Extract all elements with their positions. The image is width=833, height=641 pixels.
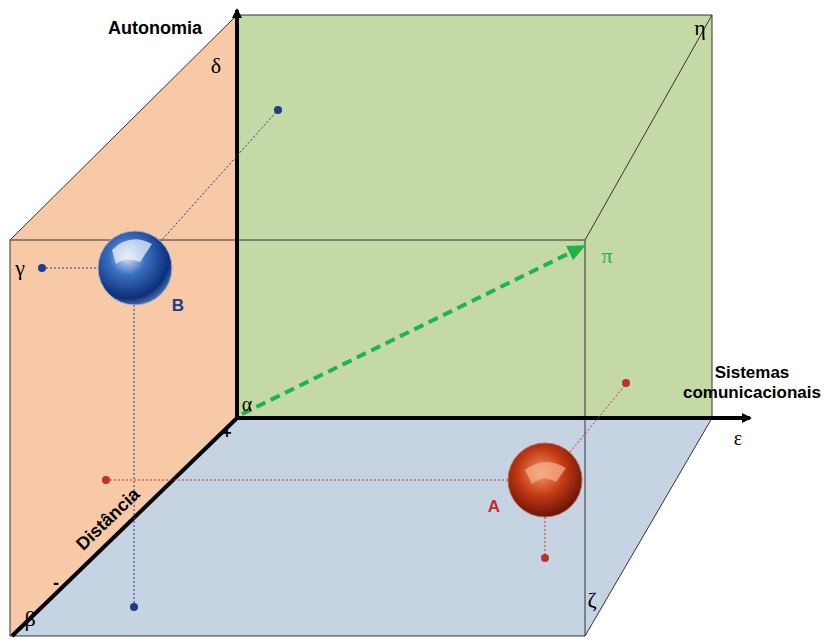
- bottom-face: [10, 418, 712, 636]
- greek-letter: ζ: [587, 587, 596, 612]
- back-face: [237, 15, 712, 418]
- b-leaders: [42, 110, 278, 606]
- a-leaders: [106, 384, 626, 558]
- sphere-b-highlight: [112, 239, 152, 264]
- b-dots: [38, 106, 282, 611]
- vector-arrow: [242, 247, 582, 414]
- sign-mark: -: [53, 573, 59, 594]
- sphere-a-highlight: [525, 462, 566, 484]
- sphere-label: A: [488, 497, 500, 517]
- greek-letter: β: [24, 606, 35, 631]
- greek-letter: γ: [15, 255, 25, 280]
- a-dots: [102, 379, 630, 562]
- sphere-a: [508, 443, 582, 517]
- greek-letter: α: [242, 393, 252, 416]
- axis-title: Autonomia: [108, 18, 202, 39]
- sphere-b: [98, 231, 172, 305]
- axis-title: Sistemas comunicacionais: [677, 363, 827, 402]
- greek-letter: π: [601, 243, 612, 268]
- greek-letter: η: [694, 15, 706, 40]
- greek-letter: δ: [211, 53, 221, 78]
- cube-edges: [10, 15, 712, 636]
- greek-letter: ε: [734, 427, 742, 450]
- sphere-label: B: [172, 296, 184, 316]
- axes: [12, 10, 750, 636]
- sign-mark: +: [222, 424, 231, 442]
